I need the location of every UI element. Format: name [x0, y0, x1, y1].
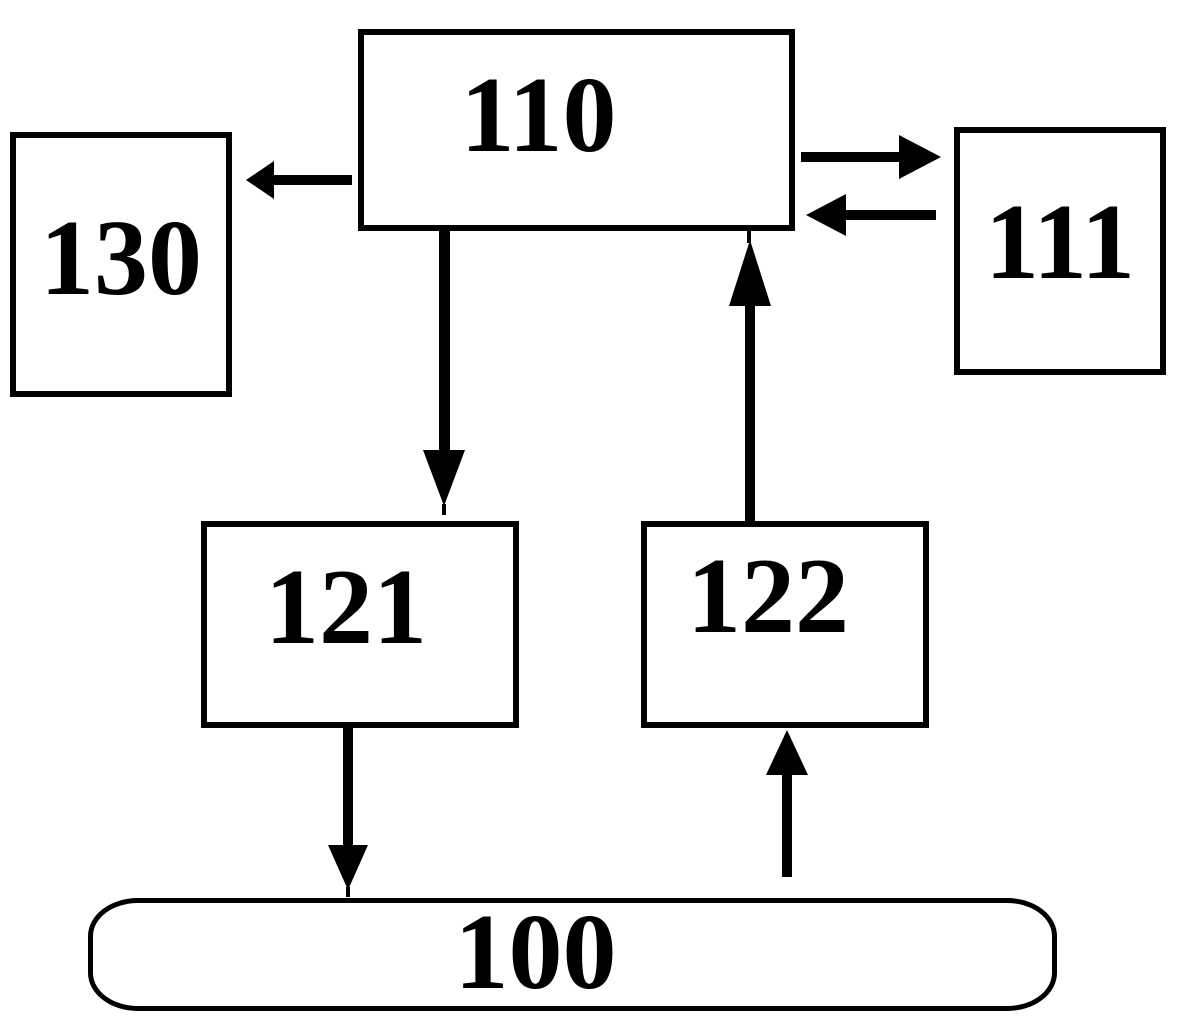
node-121: 121 [201, 521, 519, 728]
edge-110-to-111-stem [801, 152, 901, 162]
node-111-label: 111 [984, 183, 1136, 302]
node-100: 100 [88, 898, 1057, 1011]
arrowhead-up-icon [729, 240, 771, 306]
node-100-label: 100 [454, 892, 617, 1012]
edge-122-to-110-stem [745, 304, 755, 522]
node-110-label: 110 [460, 56, 617, 175]
arrowhead-down-icon [328, 845, 368, 890]
node-130: 130 [10, 132, 232, 397]
node-110: 110 [358, 29, 795, 231]
edge-110-to-121-tip-tick [442, 504, 446, 515]
edge-111-to-110-stem [843, 210, 936, 220]
arrowhead-right-icon [899, 135, 941, 179]
node-121-label: 121 [265, 547, 427, 667]
node-122-label: 122 [687, 536, 849, 656]
edge-121-to-100-stem [343, 726, 353, 847]
edge-122-to-110-tip-tick [747, 231, 751, 243]
node-122: 122 [641, 521, 929, 728]
arrowhead-left-icon [246, 161, 274, 199]
node-111: 111 [954, 127, 1166, 375]
node-130-label: 130 [40, 198, 202, 318]
edge-110-to-130-stem [271, 175, 352, 185]
edge-110-to-121-stem [439, 230, 450, 452]
arrowhead-left-icon [806, 194, 846, 236]
edge-100-to-122-stem [782, 773, 792, 877]
edge-121-to-100-tip-tick [346, 887, 350, 897]
arrowhead-down-icon [423, 450, 465, 506]
arrowhead-up-icon [766, 730, 808, 775]
